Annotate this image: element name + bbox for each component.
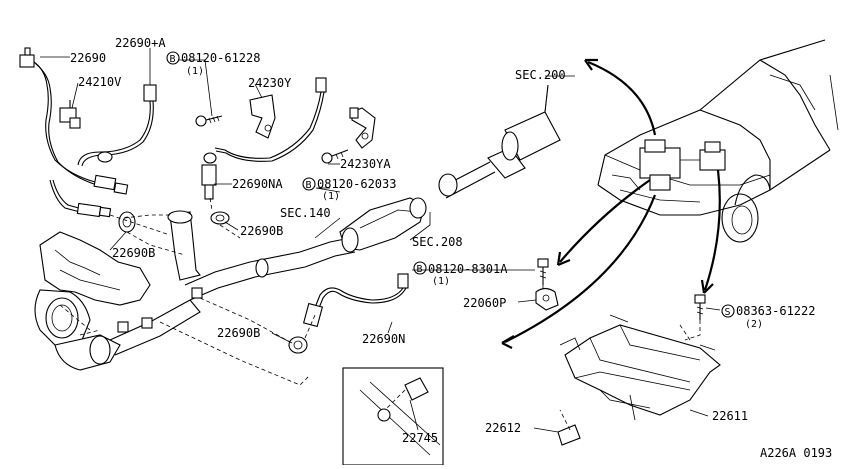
bracket-24230y bbox=[249, 94, 276, 139]
label-22690-a: 22690+A bbox=[115, 36, 166, 50]
label-24230ya: 24230YA bbox=[340, 157, 391, 171]
label-qty-1b: (1) bbox=[322, 191, 340, 202]
label-08120-8301a: 08120-8301A bbox=[428, 262, 508, 276]
leader-lines bbox=[40, 48, 721, 433]
sensor-22690na bbox=[201, 77, 327, 200]
gasket-22690b-center bbox=[210, 211, 230, 225]
inset-panel bbox=[342, 367, 444, 466]
label-24210v: 24210V bbox=[78, 75, 121, 89]
svg-text:S: S bbox=[725, 307, 731, 318]
sensor-22690n bbox=[302, 273, 409, 328]
label-08363-61222: 08363-61222 bbox=[736, 304, 815, 318]
knock-sensor-22060p bbox=[535, 287, 559, 311]
bracket-24210v bbox=[59, 100, 81, 129]
label-qty-2: (2) bbox=[745, 319, 763, 330]
bolt-08120-62033 bbox=[321, 149, 349, 164]
bolt-08120-61228 bbox=[195, 115, 223, 127]
label-22690na: 22690NA bbox=[232, 177, 283, 191]
bolt-08120-8301a bbox=[537, 258, 549, 285]
label-qty-1a: (1) bbox=[186, 66, 204, 77]
diagram-code: A226A 0193 bbox=[760, 446, 832, 460]
label-08120-62033: 08120-62033 bbox=[317, 177, 396, 191]
clip-22612 bbox=[557, 424, 581, 446]
catalytic-converter-sec208 bbox=[339, 197, 427, 253]
gasket-22690b-left bbox=[118, 211, 136, 233]
bolt-symbol-b-1: B bbox=[166, 51, 180, 65]
label-22611: 22611 bbox=[712, 409, 748, 423]
ecm-bracket-22611 bbox=[559, 314, 721, 421]
label-24230y: 24230Y bbox=[248, 76, 292, 90]
bolt-symbol-b-2: B bbox=[302, 177, 316, 191]
screw-symbol-s: S bbox=[721, 304, 735, 318]
gasket-22690b-lower bbox=[288, 336, 308, 354]
vehicle-outline bbox=[597, 39, 839, 243]
label-22612: 22612 bbox=[485, 421, 521, 435]
sensor-harness-22690a bbox=[77, 84, 157, 167]
bolt-08363-61222 bbox=[694, 294, 706, 320]
front-pipe bbox=[109, 210, 356, 356]
label-22690b-2: 22690B bbox=[240, 224, 283, 238]
exhaust-manifold bbox=[34, 231, 151, 371]
svg-text:B: B bbox=[306, 180, 312, 191]
label-22690: 22690 bbox=[70, 51, 106, 65]
part-labels: 22690 22690+A 24210V 08120-61228 (1) 242… bbox=[70, 36, 832, 460]
label-sec-200: SEC.200 bbox=[515, 68, 566, 82]
location-arrows bbox=[501, 58, 721, 349]
svg-text:B: B bbox=[417, 264, 423, 275]
label-sec-208: SEC.208 bbox=[412, 235, 463, 249]
sensor-harness-22690 bbox=[19, 47, 129, 195]
bolt-symbol-b-3: B bbox=[413, 261, 427, 275]
label-22690b-1: 22690B bbox=[112, 246, 155, 260]
label-22690n: 22690N bbox=[362, 332, 405, 346]
label-22060p: 22060P bbox=[463, 296, 506, 310]
label-22745: 22745 bbox=[402, 431, 438, 445]
muffler-sec200 bbox=[438, 84, 561, 199]
label-08120-61228: 08120-61228 bbox=[181, 51, 260, 65]
label-sec-140: SEC.140 bbox=[280, 206, 331, 220]
svg-text:B: B bbox=[170, 54, 176, 65]
connector-lines bbox=[59, 84, 701, 431]
label-qty-1c: (1) bbox=[432, 276, 450, 287]
bracket-24230ya bbox=[349, 107, 376, 149]
label-22690b-3: 22690B bbox=[217, 326, 260, 340]
oxygen-sensor-left bbox=[49, 179, 112, 218]
